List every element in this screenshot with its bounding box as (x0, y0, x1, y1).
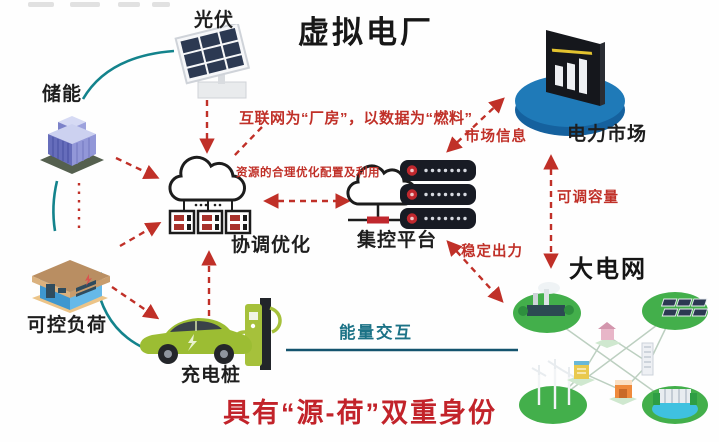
annotation-market-info: 市场信息 (465, 129, 527, 145)
curve-storage-to-pv (81, 49, 175, 100)
label-storage: 储能 (42, 84, 83, 105)
label-pv: 光伏 (194, 10, 235, 31)
house-icon (32, 260, 110, 313)
top-edge-artifact (118, 2, 140, 7)
arrow-platform-market (446, 97, 505, 153)
label-control-platform: 集控平台 (357, 230, 438, 251)
top-edge-artifact (70, 2, 100, 7)
arrow-load-to-car (111, 286, 160, 320)
annotation-stable-output: 稳定出力 (461, 244, 523, 260)
label-load: 可控负荷 (27, 315, 108, 336)
arrow-platform-grid-output (446, 240, 504, 303)
cloud-server-rack-icon (346, 160, 476, 229)
link-slogan-to-coordination (232, 126, 263, 158)
arrow-load-to-coordination (119, 222, 162, 248)
page-title: 虚拟电厂 (298, 15, 434, 50)
arrow-storage-to-coordination (115, 156, 160, 180)
annotation-bottom-slogan: 具有“源-荷”双重身份 (223, 398, 497, 428)
label-charger: 充电桩 (181, 365, 242, 386)
label-main-grid: 大电网 (569, 256, 647, 283)
annotation-internet-slogan: 互联网为“厂房”，以数据为“燃料” (239, 110, 473, 127)
annotation-energy-interaction: 能量交互 (339, 324, 413, 342)
grid-network-icon (513, 282, 709, 424)
ev-car-charging-icon (140, 298, 282, 370)
annotation-adjustable-capacity: 可调容量 (557, 190, 619, 206)
annotation-resource-note: 资源的合理优化配置及利用 (236, 167, 380, 179)
market-chart-disk-icon (515, 30, 625, 136)
label-coordination: 协调优化 (231, 235, 312, 256)
battery-building-icon (40, 116, 104, 174)
cloud-battery-icon (168, 155, 252, 235)
top-edge-artifact (152, 2, 170, 7)
label-power-market: 电力市场 (567, 124, 648, 145)
top-edge-artifact (28, 2, 54, 7)
curve-storage-to-load (52, 180, 59, 232)
solar-panel-icon (174, 24, 251, 99)
